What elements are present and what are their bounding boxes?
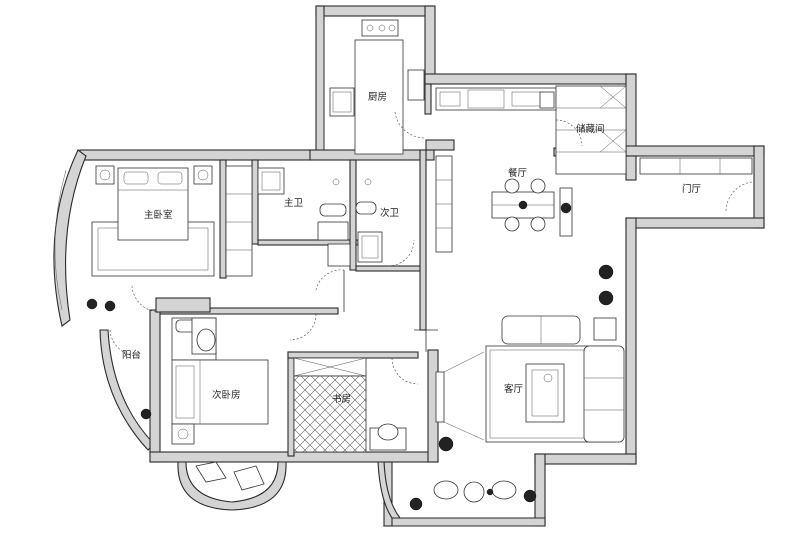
plant-icon [560,202,572,214]
living-room: 客厅 [435,315,625,443]
room-label-storage: 储藏间 [576,123,605,135]
interior-walls [155,83,627,457]
room-label-balcony: 阳台 [122,349,141,361]
room-label-master-bath: 主卫 [284,197,304,209]
entrance-hall: 门厅 [639,157,753,213]
guest-bath: 次卫 [327,155,453,267]
room-label-study: 书房 [332,393,351,405]
storage-room: 储藏间 [555,85,627,175]
plant-icon [598,290,614,306]
kitchen: 厨房 [323,19,426,155]
room-label-dining: 餐厅 [508,167,528,179]
plant-icon [438,436,454,452]
counter-run [435,87,557,111]
dining-area: 餐厅 [491,167,573,237]
room-label-kitchen: 厨房 [368,91,387,103]
room-label-master-bedroom: 主卧室 [144,209,173,221]
master-bath: 主卫 [257,167,349,241]
plant-icon [523,489,537,503]
plant-icon [598,264,614,280]
master-bedroom: 主卧室 [91,165,253,313]
bottom-bay-furniture [195,461,517,503]
plant-icon [409,497,423,511]
room-label-living-room: 客厅 [504,383,524,395]
misc-lines [315,269,438,352]
room-label-entrance: 门厅 [682,183,702,195]
room-label-second-bedroom: 次卧房 [212,389,241,401]
outer-walls [53,5,765,527]
balcony: 阳台 [54,169,141,361]
plant-icon [140,408,152,420]
plant-icon [104,300,116,312]
room-label-guest-bath: 次卫 [380,207,400,219]
plant-icon [86,298,98,310]
second-bedroom: 次卧房 [171,313,317,445]
study: 书房 [293,357,419,453]
plant-icon-group [86,202,614,511]
